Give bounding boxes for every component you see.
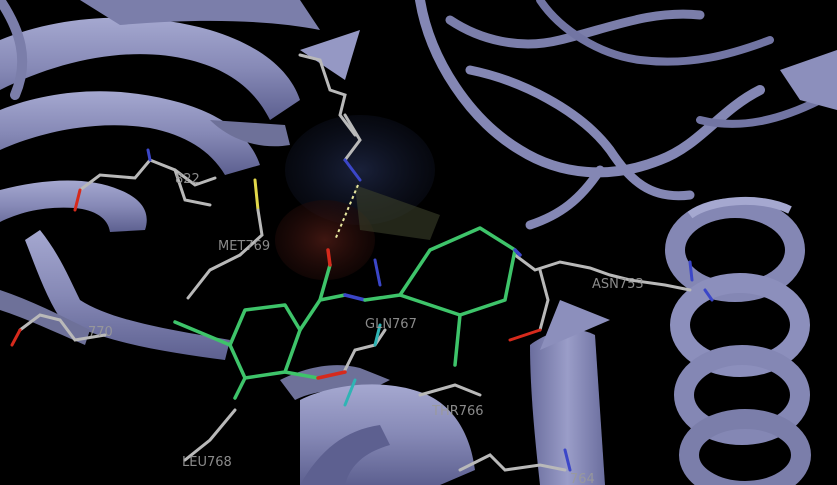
label-residue-822: 822 [175, 172, 200, 187]
ribbon-top-left [0, 0, 360, 175]
label-leu768: LEU768 [182, 455, 232, 470]
residue-sticks [10, 53, 714, 472]
residue-labels: 822 MET769 GLN767 THR766 LEU768 770 ASN7… [88, 172, 644, 485]
ligand-molecule [173, 226, 522, 400]
ribbon-bottom-center [300, 384, 475, 485]
label-gln767: GLN767 [365, 317, 417, 332]
label-met769: MET769 [218, 239, 270, 254]
label-thr766: THR766 [431, 404, 484, 419]
label-residue-764: 764 [570, 472, 595, 485]
ribbon-right-helix [665, 197, 811, 485]
coil-loops [0, 0, 837, 230]
ribbon-right-center [530, 300, 610, 485]
label-asn753: ASN753 [592, 277, 644, 292]
binding-pocket-surface [275, 115, 440, 280]
hydrogen-bond [334, 184, 359, 241]
label-residue-770: 770 [88, 325, 113, 340]
